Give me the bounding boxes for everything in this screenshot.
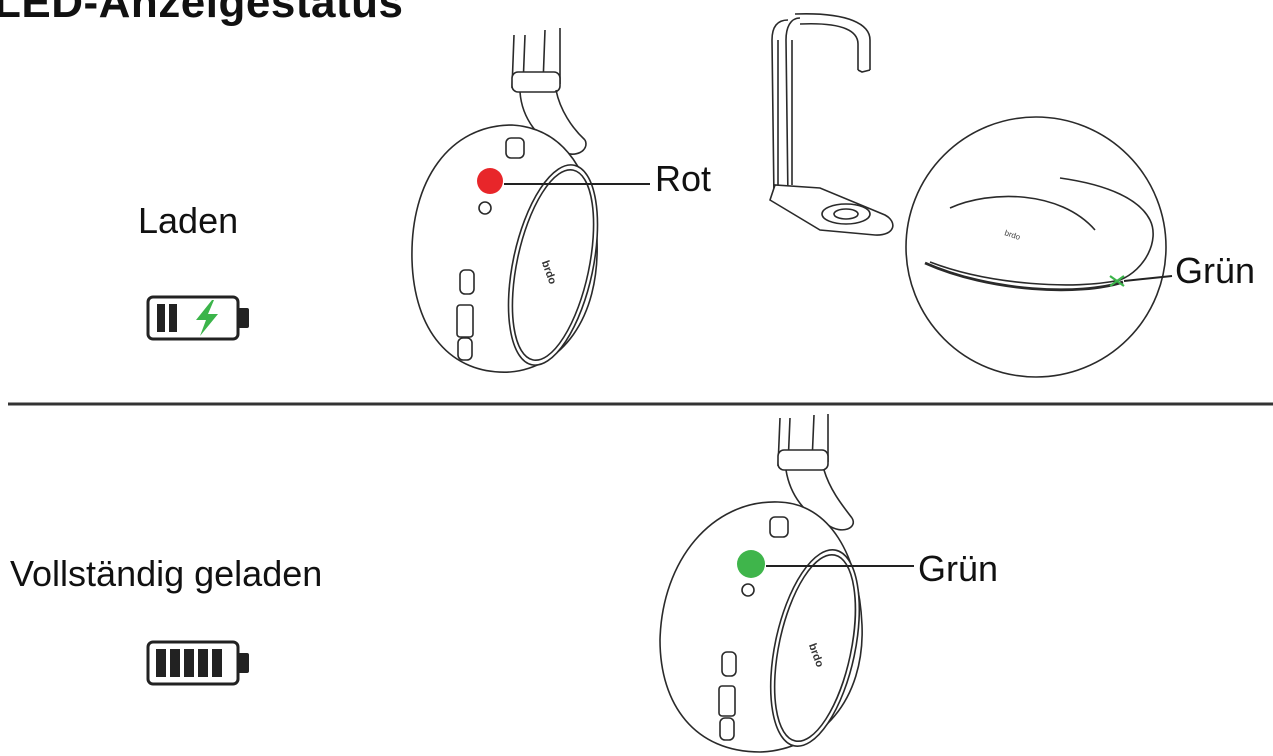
magnified-stand-base: brdo [905,116,1173,378]
row-label-fully-charged: Vollständig geladen [10,553,323,594]
callout-headset-led-charging: Rot [655,158,712,199]
headset-led-red [477,168,503,194]
page-title: LED-Anzeigestatus [0,0,404,27]
headset-charging-illustration: brdo [411,28,650,373]
row-label-charging: Laden [138,200,239,241]
battery-charging-icon [146,295,249,341]
stand-led-green [1109,275,1125,287]
charging-stand-illustration [769,13,894,236]
headset-full-illustration: brdo [659,414,914,753]
battery-full-icon [146,640,249,686]
headset-led-green [737,550,765,578]
callout-stand-led-charging: Grün [1175,250,1256,291]
callout-headset-led-full: Grün [918,548,999,589]
bolt-icon [196,300,218,336]
